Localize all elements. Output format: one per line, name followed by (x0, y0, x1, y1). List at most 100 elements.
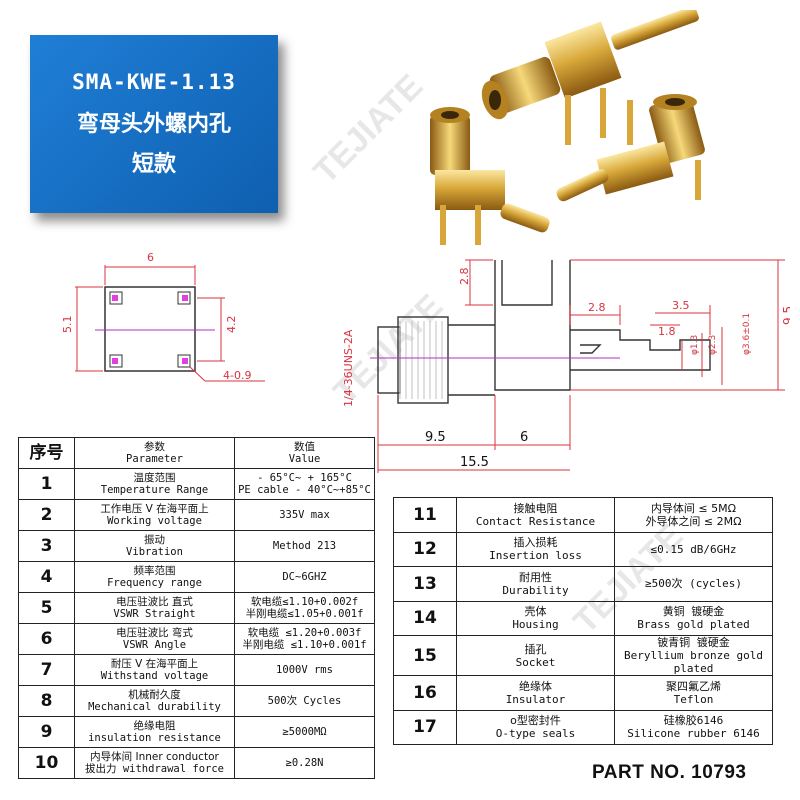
dim-width: 6 (147, 251, 154, 264)
row-value: 335V max (234, 499, 375, 531)
row-value: ≥0.28N (234, 747, 375, 779)
row-value: Method 213 (234, 530, 375, 562)
dim-height: 5.1 (61, 316, 74, 334)
value-line-2: Silicone rubber 6146 (627, 727, 760, 741)
header-param: 参数 Parameter (74, 437, 235, 469)
row-no: 16 (393, 675, 457, 711)
header-value-en: Value (288, 453, 321, 465)
dim-6: 6 (520, 430, 528, 445)
row-no: 9 (18, 716, 75, 748)
header-value-cn: 数值 (294, 441, 315, 453)
dim-pins: 4-0.9 (223, 369, 251, 382)
param-en: Mechanical durability (88, 701, 221, 713)
dim-15-5: 15.5 (460, 455, 489, 470)
dim-1-8: 1.8 (658, 325, 676, 338)
header-value: 数值 Value (234, 437, 375, 469)
row-no: 3 (18, 530, 75, 562)
value-line-2: 半刚电缆 ≤1.10+0.001f (242, 639, 367, 651)
param-en: Frequency range (107, 577, 202, 589)
param-en: Working voltage (107, 515, 202, 527)
row-no: 5 (18, 592, 75, 624)
param-cn: 耐用性 (519, 570, 552, 584)
param-cn: 振动 (144, 534, 165, 546)
param-cn: 电压驻波比 弯式 (116, 627, 193, 639)
param-cn: o型密封件 (510, 714, 561, 728)
value-line-2: PE cable - 40°C~+85°C (238, 484, 371, 496)
table-header-row: 序号 参数 Parameter 数值 Value (18, 437, 375, 469)
connector-photo-2 (430, 107, 550, 245)
value-line-2: 半刚电缆≤1.05+0.001f (245, 608, 364, 620)
param-cn: 壳体 (524, 605, 547, 619)
dim-d13: φ1.3 (690, 335, 700, 355)
param-cn: 工作电压 V 在海平面上 (100, 503, 209, 515)
product-variant: 短款 (131, 152, 176, 177)
param-en: Insulator (505, 692, 566, 706)
row-no: 10 (18, 747, 75, 779)
param-en: Temperature Range (100, 484, 209, 496)
value-line-1: 500次 Cycles (267, 695, 342, 707)
header-no: 序号 (18, 437, 75, 469)
value-line-1: DC~6GHZ (282, 571, 327, 583)
param-en: Socket (515, 655, 556, 669)
value-line-1: ≥5000MΩ (282, 726, 327, 738)
dim-2-8-a: 2.8 (458, 268, 471, 286)
header-param-en: Parameter (126, 453, 183, 465)
value-line-1: ≤0.15 dB/6GHz (650, 542, 737, 556)
param-cn: 电压驻波比 直式 (116, 596, 193, 608)
value-line-1: 铍青铜 镀硬金 (657, 636, 730, 649)
param-en: O-type seals (495, 727, 576, 741)
row-no: 2 (18, 499, 75, 531)
param-cn: 耐压 V 在海平面上 (110, 658, 199, 670)
param-cn: 内导体间 Inner conductor (90, 751, 219, 763)
dim-9-5-h: 9.5 (781, 306, 790, 325)
value-line-1: 聚四氟乙烯 (666, 679, 721, 693)
connector-photo-1 (481, 10, 699, 145)
value-line-1: 335V max (279, 509, 330, 521)
row-value: ≥5000MΩ (234, 716, 375, 748)
value-line-1: 软电缆 ≤1.20+0.003f (247, 627, 362, 639)
param-en: Contact Resistance (475, 514, 596, 528)
header-param-cn: 参数 (144, 441, 165, 453)
value-line-1: ≥0.28N (285, 757, 324, 769)
dim-d36: φ3.6±0.1 (742, 313, 752, 355)
row-value: 500次 Cycles (234, 685, 375, 717)
row-no: 6 (18, 623, 75, 655)
param-en: VSWR Straight (113, 608, 196, 620)
value-line-1: 软电缆≤1.10+0.002f (250, 596, 359, 608)
param-en: Durability (502, 583, 569, 597)
value-line-2: 外导体之间 ≤ 2MΩ (645, 514, 742, 528)
dim-inner: 4.2 (225, 316, 238, 334)
row-no: 1 (18, 468, 75, 500)
param-cn: 接触电阻 (513, 501, 558, 515)
param-en: Vibration (126, 546, 183, 558)
param-en: Housing (512, 618, 559, 632)
row-no: 4 (18, 561, 75, 593)
param-en: Withstand voltage (100, 670, 209, 682)
part-number: PART NO. 10793 (592, 762, 747, 783)
value-line-2: Beryllium bronze gold plated (623, 649, 764, 675)
row-value: 1000V rms (234, 654, 375, 686)
row-no: 12 (393, 531, 457, 567)
row-no: 8 (18, 685, 75, 717)
value-line-1: Method 213 (272, 540, 337, 552)
row-no: 11 (393, 497, 457, 533)
